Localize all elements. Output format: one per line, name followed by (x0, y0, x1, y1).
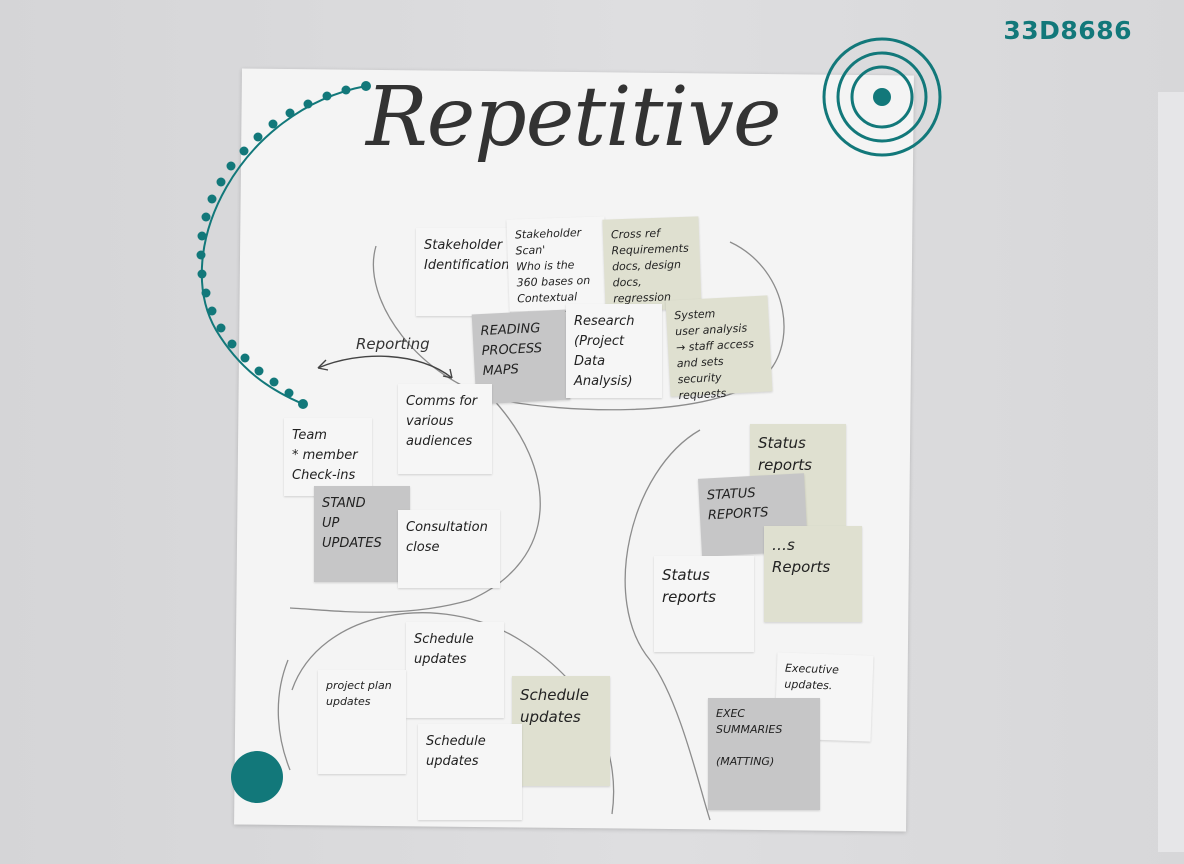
board-title: Repetitive (366, 70, 782, 165)
note-status-reports-2: …s Reports (764, 526, 862, 622)
reporting-arrows-icon (317, 355, 453, 379)
note-schedule-updates-1: Schedule updates (406, 622, 504, 718)
adjacent-board-edge (1158, 92, 1184, 852)
teal-dotted-arc-icon (200, 85, 367, 405)
note-stakeholder-identification: Stakeholder Identification (416, 228, 510, 316)
note-comms: Comms for various audiences (398, 384, 492, 474)
note-status-reports-3: Status reports (654, 556, 754, 652)
note-project-plan-updates: project plan updates (318, 670, 406, 774)
reporting-label: Reporting (356, 335, 430, 353)
note-consultation-close: Consultation close (398, 510, 500, 588)
note-research: Research (Project Data Analysis) (566, 304, 662, 398)
teal-arc-dots-icon (196, 81, 371, 409)
photo-code-label: 33D8686 (1003, 16, 1132, 45)
teal-dot-icon (231, 751, 283, 803)
note-standup-updates: STAND UP UPDATES (314, 486, 410, 582)
note-cross-ref: Cross ref Requirements docs, design docs… (602, 216, 702, 321)
note-schedule-updates-3: Schedule updates (418, 724, 522, 820)
target-rings-icon (822, 37, 942, 157)
note-team-checkins: Team * member Check-ins (284, 418, 372, 496)
note-stakeholder-scan: Stakeholder Scan' Who is the 360 bases o… (506, 216, 608, 321)
note-schedule-updates-2: Schedule updates (512, 676, 610, 786)
note-system-user-analysis: System user analysis → staff access and … (665, 295, 773, 402)
note-exec-summaries: EXEC SUMMARIES (MATTING) (708, 698, 820, 810)
